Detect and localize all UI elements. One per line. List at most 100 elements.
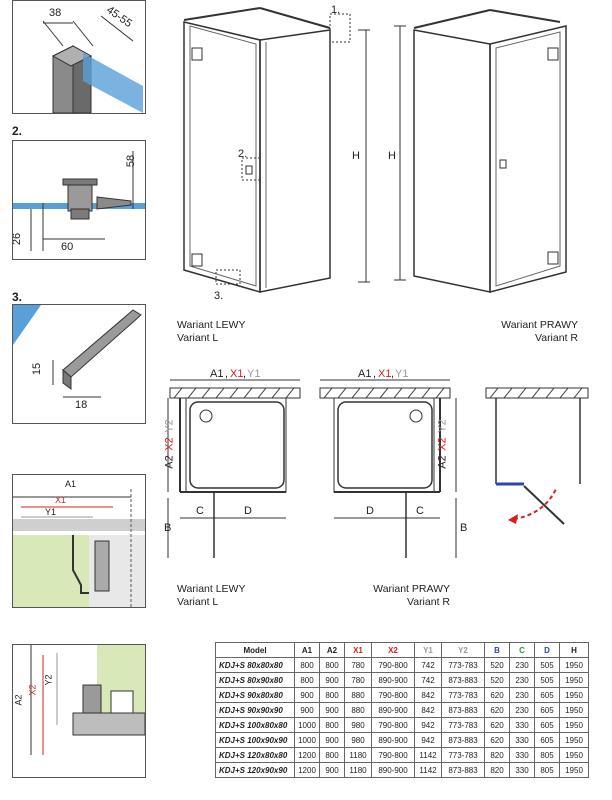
cell-x2: 890-900 [371,672,415,688]
detail-top-section-panel: A1 X1 Y1 [12,474,146,608]
cell-x2: 890-900 [371,732,415,748]
plan-left-x1: X1 [230,368,244,380]
cell-x2: 790-800 [371,657,415,673]
detail-1-drawing [42,15,143,113]
header-d: D [534,642,560,658]
header-x1: X1 [344,642,372,658]
cell-h: 1950 [559,702,589,718]
cell-b: 820 [484,747,510,763]
cell-h: 1950 [559,657,589,673]
detail-top-x1: X1 [55,495,67,505]
cell-c: 230 [509,672,535,688]
cell-y1: 942 [414,717,442,733]
cell-x1: 880 [344,702,372,718]
cell-y1: 1142 [414,762,442,778]
cell-x1: 980 [344,732,372,748]
cell-a1: 1200 [294,762,320,778]
spec-table: Model A1 A2 X1 X2 Y1 Y2 B C D H KDJ+S 80… [215,642,589,778]
cell-h: 1950 [559,687,589,703]
cell-a2: 900 [319,732,345,748]
plan-variant-left-en: Variant L [177,596,219,608]
cell-y1: 742 [414,672,442,688]
detail-3-dim-height: 15 [31,362,44,376]
cell-d: 505 [534,657,560,673]
header-a2: A2 [319,642,345,658]
plan-right-c: C [416,505,424,517]
detail-3-dim-width: 18 [75,399,88,411]
elevation-height-right: H [388,150,396,162]
cell-model: KDJ+S 120x90x90 [215,762,295,778]
cell-h: 1950 [559,762,589,778]
cell-a1: 1000 [294,732,320,748]
cell-a1: 800 [294,672,320,688]
header-h: H [559,642,589,658]
plan-right-sep2: , [391,368,395,380]
cell-x2: 790-800 [371,687,415,703]
header-x2: X2 [371,642,415,658]
plan-variant-right-en: Variant R [407,596,450,608]
cell-d: 805 [534,762,560,778]
elevation-variant-left-en: Variant L [177,332,219,344]
cell-model: KDJ+S 90x80x80 [215,687,295,703]
header-a1: A1 [294,642,320,658]
plan-right-a1: A1 [358,368,372,380]
detail-top-section-drawing [13,489,145,607]
detail-2-dim-height: 58 [125,154,138,168]
cell-model: KDJ+S 80x80x80 [215,657,295,673]
cell-c: 230 [509,657,535,673]
cell-y2: 773-783 [441,747,485,763]
plan-right-a2: A2 [436,455,449,469]
cell-c: 230 [509,687,535,703]
cell-a2: 900 [319,672,345,688]
cell-y2: 873-883 [441,762,485,778]
cell-d: 605 [534,732,560,748]
cell-c: 330 [509,732,535,748]
cell-a2: 800 [319,747,345,763]
plan-variant-left-pl: Wariant LEWY [177,583,246,595]
elevation-variant-right-pl: Wariant PRAWY [501,319,578,331]
spec-table-header: Model A1 A2 X1 X2 Y1 Y2 B C D H [215,642,589,658]
cell-x2: 890-900 [371,762,415,778]
detail-2-number: 2. [12,124,23,138]
cell-h: 1950 [559,717,589,733]
plan-left-y2: Y2 [163,419,176,433]
cell-b: 620 [484,702,510,718]
plan-right-b: B [460,522,468,534]
cell-y2: 773-783 [441,717,485,733]
plan-left-d: D [244,505,252,517]
cell-b: 620 [484,732,510,748]
elevation-callout-3: 3. [214,290,224,302]
cell-b: 620 [484,717,510,733]
plan-right-y2: Y2 [436,419,449,433]
elevation-right-drawing [394,9,567,293]
cell-x1: 980 [344,717,372,733]
plan-right-d: D [366,505,374,517]
plan-variant-right-pl: Wariant PRAWY [373,583,450,595]
cell-a2: 900 [319,702,345,718]
plan-right-sep1: , [373,368,377,380]
detail-1-panel: 38 45-55 [12,0,146,114]
door-swing-drawing [485,387,589,525]
detail-side-y2: Y2 [43,674,54,686]
cell-x1: 1180 [344,762,372,778]
plan-left-sep1: , [225,368,229,380]
cell-c: 330 [509,717,535,733]
cell-a1: 1200 [294,747,320,763]
detail-3-panel: 15 18 [12,304,146,424]
plan-right-y1: Y1 [395,368,409,380]
cell-x1: 780 [344,657,372,673]
elevation-variant-right: Wariant PRAWY Variant R [496,319,578,345]
cell-y1: 742 [414,657,442,673]
cell-d: 605 [534,687,560,703]
detail-top-y1: Y1 [45,507,57,517]
plan-variant-right: Wariant PRAWY Variant R [362,583,450,609]
plan-variant-left: Wariant LEWY Variant L [177,583,245,609]
detail-2-drawing [13,151,145,251]
